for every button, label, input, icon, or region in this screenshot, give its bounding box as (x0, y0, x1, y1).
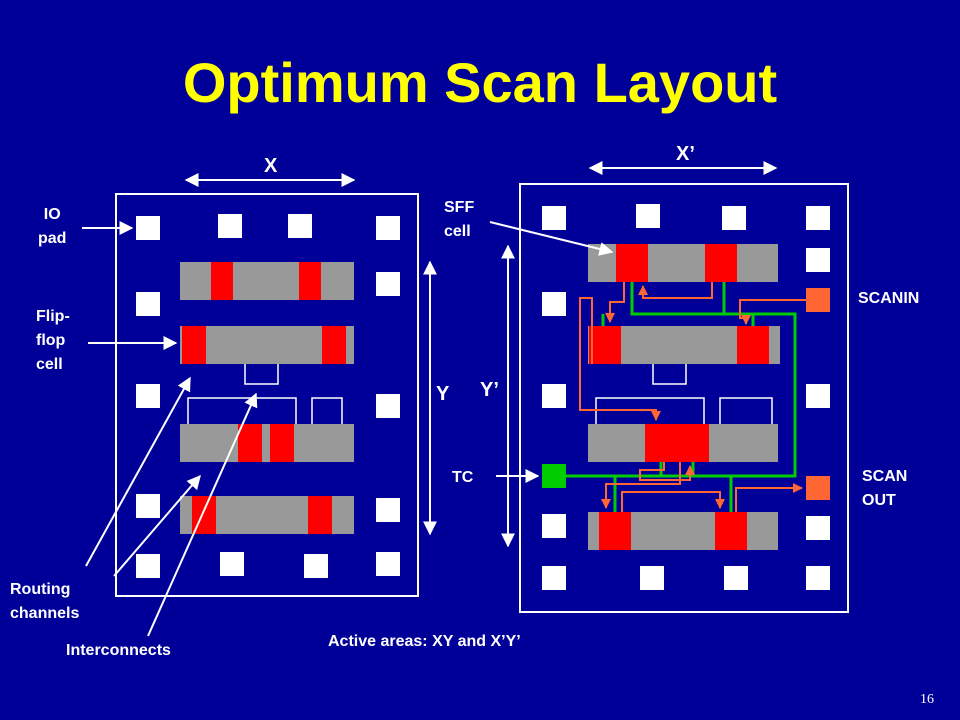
scan-flip-flop (589, 326, 621, 364)
scan-flip-flop (705, 244, 737, 282)
scanout-pad (806, 476, 830, 500)
io-pad (376, 216, 400, 240)
interconnect-pointer (147, 392, 258, 637)
io-pad (136, 494, 160, 518)
left-chip (115, 193, 419, 597)
flip-flop (322, 326, 346, 364)
dimension-arrows (184, 161, 778, 548)
io-pad (542, 206, 566, 230)
io-pad (806, 206, 830, 230)
sff-cell-pointer (489, 221, 614, 256)
io-pad (136, 554, 160, 578)
io-pad (542, 292, 566, 316)
flip-flop (182, 326, 206, 364)
scan-chain-routing (579, 282, 806, 512)
page-number: 16 (920, 692, 934, 707)
scanin-label: SCANIN (858, 290, 920, 307)
io-pad (376, 498, 400, 522)
io-pad (542, 384, 566, 408)
right-interconnects (595, 364, 773, 424)
flip-flop-cell-label: Flip- flop cell (36, 308, 70, 373)
scanin-pad (806, 288, 830, 312)
io-pad (806, 248, 830, 272)
right-chip-boundary (519, 183, 849, 613)
io-pad (636, 204, 660, 228)
right-chip (519, 183, 849, 613)
io-pad (724, 566, 748, 590)
cell-row (180, 424, 354, 462)
io-pad (288, 214, 312, 238)
test-control-routing (566, 282, 797, 512)
io-pad (136, 216, 160, 240)
flip-flop (238, 424, 262, 462)
left-io-pads (136, 214, 400, 578)
routing-channel-pointer (113, 474, 201, 577)
io-pad (722, 206, 746, 230)
io-pad (376, 394, 400, 418)
scan-out-label: SCAN OUT (862, 468, 908, 509)
io-pad (376, 552, 400, 576)
tc-pad (542, 464, 566, 488)
label-pointers (82, 221, 614, 637)
left-interconnects (187, 364, 343, 424)
io-pad (136, 292, 160, 316)
sff-cell-label: SFF cell (444, 199, 475, 240)
scan-flip-flop (616, 244, 648, 282)
io-pad (220, 552, 244, 576)
io-pad (806, 384, 830, 408)
io-pad (218, 214, 242, 238)
x-prime-label: X’ (676, 143, 695, 165)
y-prime-label: Y’ (480, 379, 499, 401)
flip-flop (299, 262, 321, 300)
io-pad (304, 554, 328, 578)
scan-flip-flop (599, 512, 631, 550)
left-chip-boundary (115, 193, 419, 597)
page-title: Optimum Scan Layout (182, 51, 778, 114)
flip-flop (270, 424, 294, 462)
scan-flip-flop (737, 326, 769, 364)
scan-flip-flop (677, 424, 709, 462)
routing-channels-label: Routing channels (10, 581, 80, 622)
interconnects-label: Interconnects (66, 642, 171, 659)
y-label: Y (436, 383, 450, 405)
right-cell-rows (588, 244, 780, 550)
flip-flop (308, 496, 332, 534)
tc-label: TC (452, 469, 474, 486)
right-io-pads (542, 204, 830, 590)
routing-channel-pointer (85, 376, 191, 567)
io-pad-label: IO pad (38, 206, 67, 247)
scan-flip-flop (715, 512, 747, 550)
io-pad (542, 514, 566, 538)
io-pad (542, 566, 566, 590)
flip-flop (211, 262, 233, 300)
active-areas-caption: Active areas: XY and X’Y’ (328, 633, 521, 650)
scan-flip-flop (645, 424, 677, 462)
io-pad (640, 566, 664, 590)
cell-row (180, 262, 354, 300)
io-pad (136, 384, 160, 408)
x-label: X (264, 155, 278, 177)
io-pad (806, 566, 830, 590)
io-pad (806, 516, 830, 540)
io-pad (376, 272, 400, 296)
left-cell-rows (180, 262, 354, 534)
